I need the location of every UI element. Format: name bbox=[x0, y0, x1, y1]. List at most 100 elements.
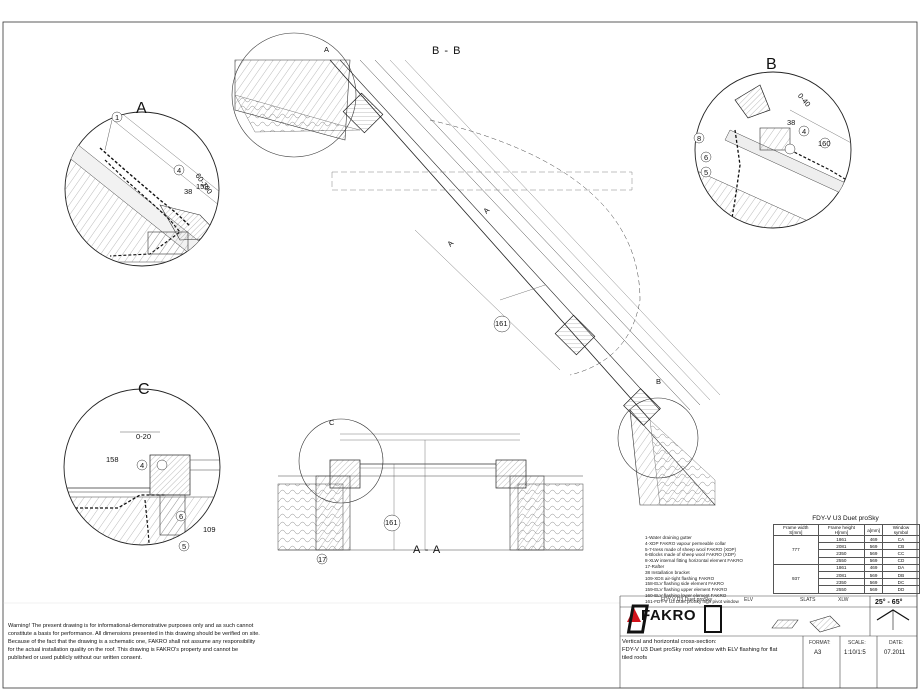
date-value: 07.2011 bbox=[884, 650, 906, 656]
legend-item: 4-XDP FAKRO vapour permeable collar bbox=[645, 540, 726, 546]
callout-161-bb: 161 bbox=[495, 319, 508, 328]
spec-cell: 569 bbox=[864, 585, 883, 594]
callout-c-109: 109 bbox=[203, 525, 216, 534]
callout-161-aa: 161 bbox=[385, 518, 398, 527]
spec-width-cell: 777 bbox=[773, 535, 819, 565]
spec-cell: 469 bbox=[864, 534, 883, 544]
spec-cell: CB bbox=[881, 542, 920, 551]
title-block-frame bbox=[619, 595, 917, 688]
spec-cell: 1861 bbox=[817, 534, 866, 544]
spec-cell: DB bbox=[881, 570, 920, 580]
legend-item: 160-ELV flashing lower element FAKRO bbox=[645, 592, 727, 598]
warning-line: constitute a basis for performance. All … bbox=[8, 631, 260, 637]
scale-value: 1:10/1:5 bbox=[844, 650, 866, 656]
spec-cell: 569 bbox=[864, 578, 883, 587]
callout-c-4: 4 bbox=[140, 461, 145, 470]
spec-cell: 569 bbox=[864, 570, 883, 580]
detail-b-title: B bbox=[766, 56, 777, 73]
page-border bbox=[2, 21, 918, 689]
detail-b-ref-mark: B bbox=[656, 377, 662, 386]
spec-cell: DC bbox=[881, 578, 920, 587]
spec-cell: 2550 bbox=[817, 585, 866, 594]
description-line-3: tiled roofs bbox=[622, 655, 648, 661]
legend-item: 109-XDS air-tight flashing FAKRO bbox=[645, 575, 715, 581]
spec-cell: DD bbox=[881, 585, 920, 594]
format-label: FORMAT: bbox=[809, 640, 831, 646]
section-aa-drawing bbox=[277, 418, 584, 565]
icon-label-slats: SLATS bbox=[800, 597, 816, 603]
section-bb-title: B - B bbox=[432, 45, 462, 57]
spec-cell: 469 bbox=[864, 563, 883, 572]
spec-cell: DA bbox=[881, 563, 920, 572]
detail-c-title: C bbox=[138, 381, 150, 398]
detail-b-drawing bbox=[693, 71, 852, 229]
warning-line: Warning! The present drawing is for info… bbox=[8, 623, 254, 629]
format-value: A3 bbox=[814, 650, 822, 656]
fakro-logo bbox=[627, 608, 641, 622]
callout-a-38: 38 bbox=[184, 187, 193, 196]
section-aa-title: A - A bbox=[413, 544, 442, 556]
spec-cell: 2350 bbox=[817, 578, 866, 587]
callout-c-6: 6 bbox=[179, 512, 184, 521]
warning-line: Because of the fact that the drawing is … bbox=[8, 639, 256, 645]
callout-a-1: 1 bbox=[115, 113, 120, 122]
spec-cell: 2081 bbox=[817, 570, 866, 580]
warning-line: for the actual installation quality on t… bbox=[8, 647, 239, 653]
legend-item: 158-ELV flashing side element FAKRO bbox=[645, 581, 724, 587]
spec-cell: 2550 bbox=[817, 556, 866, 565]
product-small-label: FDY-V U3 Duet proSky bbox=[661, 597, 713, 603]
callout-c-5: 5 bbox=[182, 542, 187, 551]
description-line-2: FDY-V U3 Duet proSky roof window with EL… bbox=[622, 647, 778, 653]
spec-cell: 1861 bbox=[817, 563, 866, 572]
legend-item: 17-Rafter bbox=[645, 563, 665, 569]
legend-item: 38 Installation bracket bbox=[645, 569, 690, 575]
callout-c-158: 158 bbox=[106, 455, 119, 464]
spec-header-cell: a[mm] bbox=[864, 524, 883, 536]
callout-17: 17 bbox=[318, 555, 327, 564]
callout-a-159: 159 bbox=[196, 182, 209, 191]
spec-cell: 2081 bbox=[817, 542, 866, 551]
icon-label-xlw: XLW bbox=[838, 597, 849, 603]
date-label: DATE: bbox=[889, 640, 904, 646]
callout-b-8: 8 bbox=[697, 134, 702, 143]
callout-b-38: 38 bbox=[787, 118, 796, 127]
spec-header-cell: Window symbol bbox=[881, 524, 920, 536]
spec-cell: 2350 bbox=[817, 549, 866, 558]
legend-item: 159-ELV flashing upper element FAKRO bbox=[645, 587, 728, 593]
section-bb-drawing bbox=[231, 32, 721, 506]
detail-a-drawing bbox=[64, 111, 220, 267]
roof-angle-label: 25° - 65° bbox=[875, 599, 903, 606]
spec-cell: 569 bbox=[864, 549, 883, 558]
description-line-1: Vertical and horizontal cross-section: bbox=[622, 639, 717, 645]
legend-item: 8-XLW internal fitting horizontal elemen… bbox=[645, 558, 743, 564]
spec-title: FDY-V U3 Duet proSky bbox=[812, 515, 879, 522]
callout-b-5: 5 bbox=[704, 168, 709, 177]
legend-item: 1-Water draining gutter bbox=[645, 535, 692, 540]
spec-cell: 569 bbox=[864, 542, 883, 551]
spec-header-cell: Frame height H[mm] bbox=[817, 524, 866, 536]
detail-a-ref-mark: A bbox=[324, 45, 330, 54]
detail-c-ref-mark: C bbox=[329, 418, 335, 427]
legend-item: 161-FDY-V U3 Duet proSky high pivot wind… bbox=[645, 598, 739, 604]
scale-label: SCALE: bbox=[848, 640, 866, 646]
spec-cell: 569 bbox=[864, 556, 883, 565]
warning-line: published or used publicly without our w… bbox=[8, 655, 143, 661]
spec-cell: CA bbox=[881, 534, 920, 544]
spec-cell: CC bbox=[881, 549, 920, 558]
icon-label-elv: ELV bbox=[744, 597, 754, 603]
warning-text: Warning! The present drawing is for info… bbox=[8, 622, 308, 662]
legend-item: 5-7-tress made of sheep wool FAKRO (XDP) bbox=[645, 546, 737, 552]
callout-b-160: 160 bbox=[818, 139, 831, 148]
spec-header-cell: Frame width S[mm] bbox=[773, 524, 819, 536]
callout-c-0-20: 0-20 bbox=[136, 432, 152, 441]
spec-table: Frame width S[mm]Frame height H[mm]a[mm]… bbox=[773, 524, 920, 594]
callout-b-6: 6 bbox=[704, 153, 709, 162]
callout-b-4: 4 bbox=[802, 127, 807, 136]
product-icons bbox=[626, 604, 910, 634]
brand-name: FAKRO bbox=[641, 607, 696, 624]
